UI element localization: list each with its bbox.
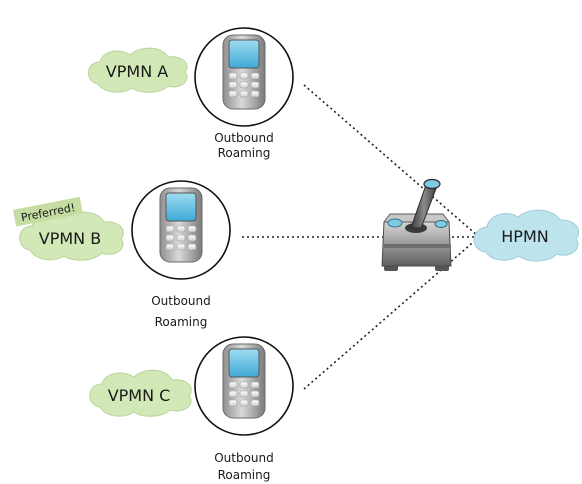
phone-b-caption-line1: Outbound	[151, 294, 211, 308]
phone-a-caption-line1: Outbound	[214, 131, 274, 145]
cloud-shape	[89, 369, 192, 417]
connector-a-to-hub	[303, 84, 479, 237]
mobile-phone-icon	[159, 187, 203, 263]
mobile-phone-icon	[222, 34, 266, 110]
phone-b-caption-line2: Roaming	[155, 315, 208, 329]
cloud-shape	[19, 211, 124, 261]
cloud-shape	[473, 209, 580, 262]
mobile-phone-icon	[222, 343, 266, 419]
phone-a: Outbound Roaming	[194, 27, 294, 160]
hpmn-cloud: HPMN	[473, 209, 580, 262]
vpmn-a-label: VPMN A	[106, 62, 168, 81]
cloud-shape	[88, 47, 188, 93]
vpmn-c-cloud: VPMN C	[89, 369, 192, 417]
vpmn-c-label: VPMN C	[108, 386, 171, 405]
phone-a-caption-line2: Roaming	[218, 146, 271, 160]
phone-c-caption-line1: Outbound	[214, 451, 274, 465]
phone-b: Outbound Roaming	[131, 180, 231, 329]
vpmn-b-label: VPMN B	[39, 229, 101, 248]
phone-c: Outbound Roaming	[194, 336, 294, 482]
phone-c-caption-line2: Roaming	[218, 468, 271, 482]
preferred-tag-bg	[12, 196, 83, 227]
hpmn-label: HPMN	[501, 227, 548, 246]
joystick-icon	[381, 178, 452, 271]
vpmn-b-cloud: VPMN B	[19, 211, 124, 261]
vpmn-a-cloud: VPMN A	[88, 47, 188, 93]
